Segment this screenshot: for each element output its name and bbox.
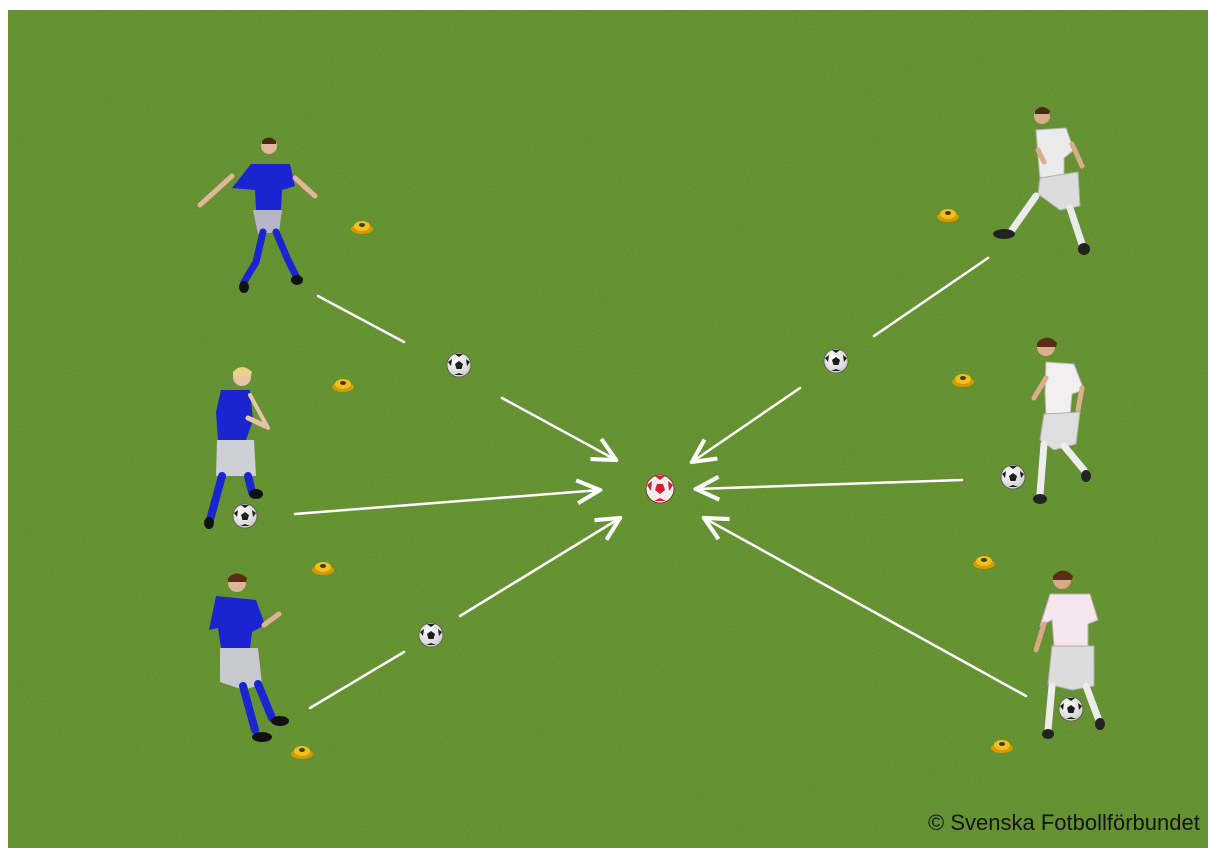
soccer-ball-icon (447, 353, 471, 377)
center-ball-icon (646, 475, 674, 503)
soccer-ball-icon (419, 623, 443, 647)
copyright-credit: © Svenska Fotbollförbundet (928, 808, 1208, 838)
pitch-texture (8, 10, 1208, 848)
soccer-ball-icon (1059, 697, 1083, 721)
soccer-ball-icon (1001, 465, 1025, 489)
soccer-ball-icon (824, 349, 848, 373)
soccer-ball-icon (233, 504, 257, 528)
